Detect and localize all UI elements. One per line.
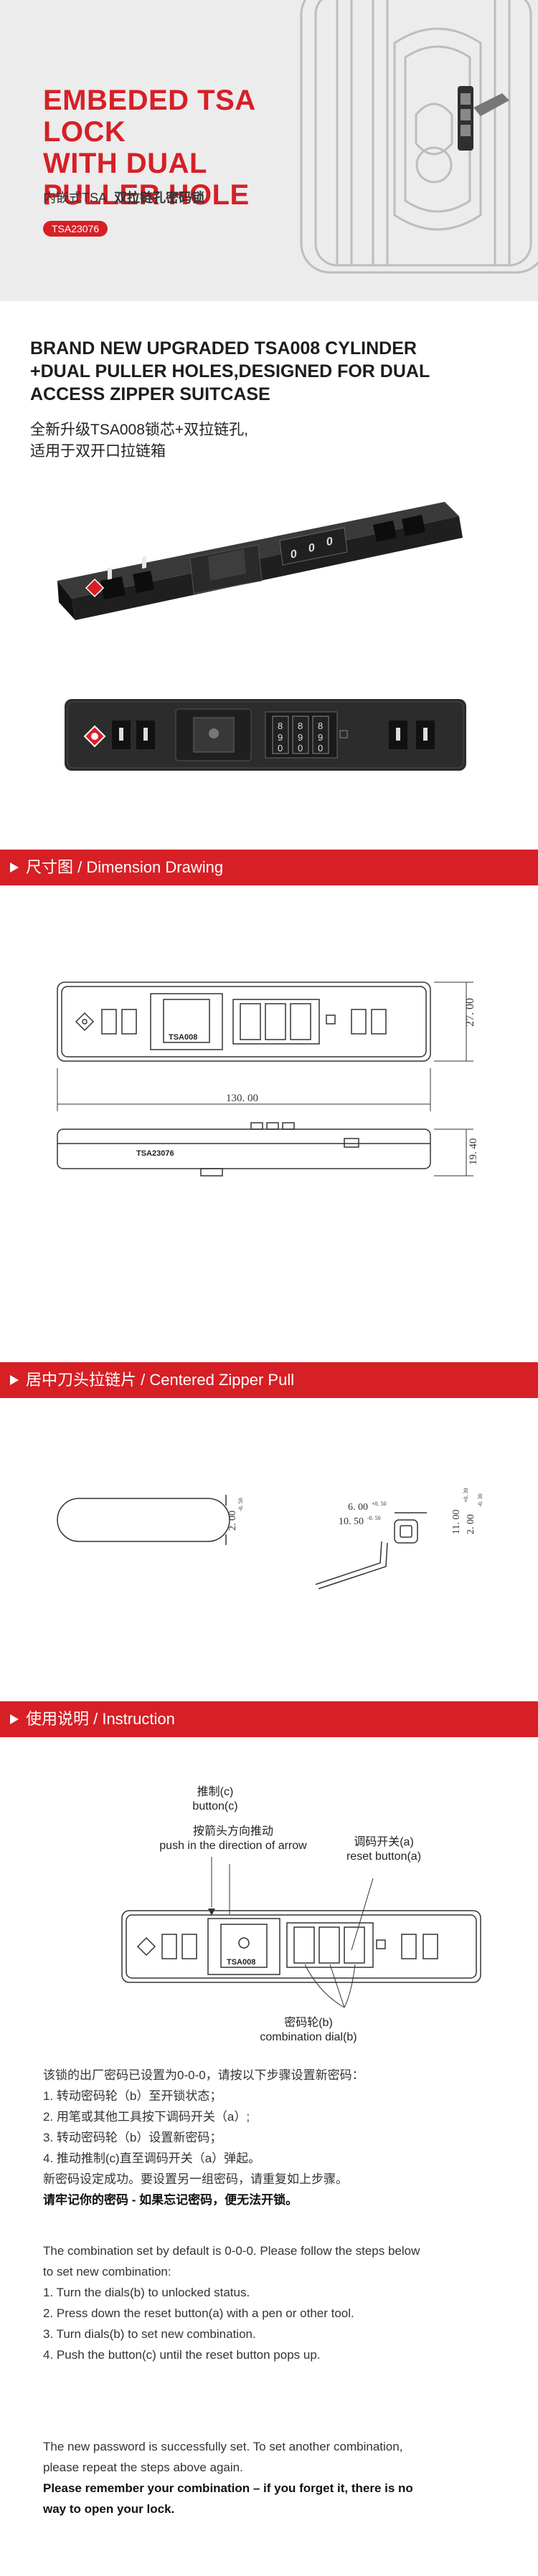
svg-text:0: 0 — [298, 743, 303, 754]
intro-description: 全新升级TSA008锁芯+双拉链孔, 适用于双开口拉链箱 — [30, 422, 248, 460]
svg-text:8: 8 — [318, 721, 323, 731]
button-c-label: 推制(c) button(c) — [192, 1786, 238, 1812]
triangle-bullet-icon — [10, 862, 19, 873]
svg-text:0: 0 — [308, 541, 315, 555]
instruction-diagram: TSA008 — [121, 1857, 481, 2008]
suitcase-illustration — [300, 0, 538, 274]
instructions-cn: 该锁的出厂密码已设置为0-0-0，请按以下步骤设置新密码： 1. 转动密码轮（b… — [43, 2068, 364, 2207]
small-thickness-label: 2. 00 — [466, 1514, 476, 1534]
thickness-tolerance: -0. 50 — [237, 1498, 244, 1511]
section-dimension-header: 尺寸图 / Dimension Drawing — [0, 850, 538, 885]
svg-text:9: 9 — [278, 732, 283, 743]
svg-text:8: 8 — [298, 721, 303, 731]
height-dimension-label: 27. 00 — [464, 998, 476, 1027]
lock-model-text: TSA008 — [169, 1033, 197, 1042]
hero-subtitle: 内嵌式TSA 双拉链孔密码锁 — [43, 191, 205, 205]
width-label: 6. 00 — [348, 1502, 368, 1513]
triangle-bullet-icon — [10, 1714, 19, 1724]
combination-dial-label: 密码轮(b) combination dial(b) — [260, 2017, 357, 2043]
svg-text:0: 0 — [326, 535, 333, 549]
tsa-diamond-icon — [85, 578, 105, 598]
svg-text:8: 8 — [278, 721, 283, 731]
tsa-logo-icon — [83, 725, 106, 748]
svg-text:0: 0 — [291, 547, 297, 561]
svg-text:9: 9 — [298, 732, 303, 743]
intro-title: BRAND NEW UPGRADED TSA008 CYLINDER +DUAL… — [30, 338, 430, 404]
hole-label: 10. 50 — [339, 1516, 364, 1527]
zipper-pull-drawing: 2. 00 -0. 50 6. 00 +0. 50 10. 50 -0. 50 … — [57, 1488, 483, 1589]
section-instruction-header: 使用说明 / Instruction — [0, 1701, 538, 1737]
lock-model-text: TSA008 — [227, 1958, 255, 1967]
height-tolerance: +0. 30 — [463, 1488, 469, 1503]
dimension-drawing: TSA008 27. 00 130. 00 TSA23076 19. 40 — [57, 982, 479, 1177]
svg-text:9: 9 — [318, 732, 323, 743]
reset-button-label: 调码开关(a) reset button(a) — [346, 1836, 422, 1863]
thickness-label: 2. 00 — [227, 1511, 238, 1531]
push-arrow-label: 按箭头方向推动 push in the direction of arrow — [159, 1825, 307, 1852]
width-dimension-label: 130. 00 — [226, 1093, 258, 1104]
instructions-en: The combination set by default is 0-0-0.… — [43, 2244, 420, 2362]
height-label: 11. 00 — [451, 1510, 462, 1534]
depth-dimension-label: 19. 40 — [468, 1139, 479, 1166]
triangle-bullet-icon — [10, 1375, 19, 1385]
hero-banner: EMBEDED TSA LOCK WITH DUAL PULLER HOLE 内… — [0, 0, 538, 301]
width-tolerance: +0. 50 — [372, 1501, 387, 1507]
side-model-text: TSA23076 — [136, 1149, 174, 1158]
hole-tolerance: -0. 50 — [367, 1515, 381, 1521]
instructions-en-done: The new password is successfully set. To… — [43, 2440, 413, 2516]
model-code-badge: TSA23076 — [43, 221, 108, 237]
hero-title: EMBEDED TSA LOCK WITH DUAL PULLER HOLE — [43, 85, 255, 211]
svg-text:0: 0 — [318, 743, 323, 754]
small-thickness-tolerance: -0. 30 — [477, 1493, 483, 1507]
svg-text:0: 0 — [278, 743, 283, 754]
section-zipper-header: 居中刀头拉链片 / Centered Zipper Pull — [0, 1362, 538, 1398]
